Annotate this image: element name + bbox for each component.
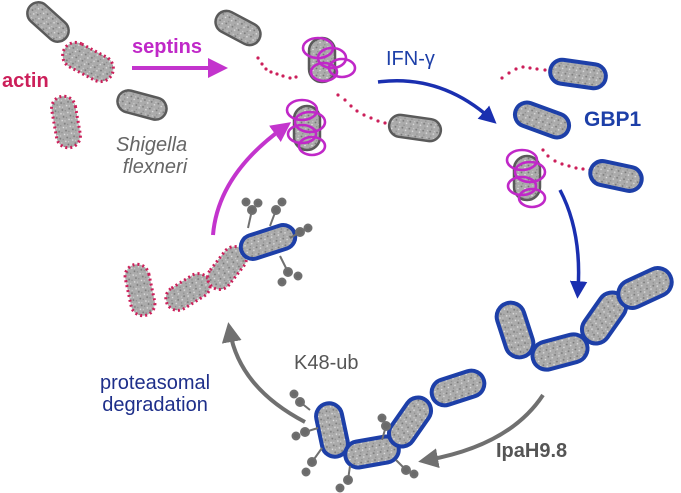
proteasomal-line-2: degradation [102, 394, 208, 416]
shigella-line-1: Shigella [116, 134, 188, 156]
septins-label: septins [132, 36, 203, 58]
proteasomal-degradation-label: proteasomal degradation [100, 372, 210, 416]
ifn-gamma-arrow [377, 79, 497, 124]
bacterium-gbp1-coated [238, 57, 674, 470]
proteasomal-degradation-arrow [221, 322, 306, 424]
ipah98-label: IpaH9.8 [496, 440, 568, 462]
bacterium-plain [26, 1, 443, 143]
return-to-cage-arrow [211, 122, 292, 236]
shigella-line-2: flexneri [122, 156, 188, 178]
k48-ubiquitin-chains [241, 197, 419, 493]
proteasomal-line-1: proteasomal [100, 372, 211, 394]
gbp1-to-chain-arrow [558, 189, 588, 299]
septin-cages [285, 36, 547, 209]
k48-ub-label: K48-ub [294, 352, 359, 374]
gbp1-label: GBP1 [584, 108, 642, 131]
shigella-label: Shigella flexneri [116, 134, 187, 178]
actin-tails [256, 56, 592, 172]
ifn-gamma-label: IFN-γ [386, 48, 435, 70]
bacteria [26, 1, 674, 470]
cycle-arrows [132, 58, 588, 469]
actin-label: actin [2, 70, 49, 92]
ipah98-arrow [418, 393, 545, 469]
